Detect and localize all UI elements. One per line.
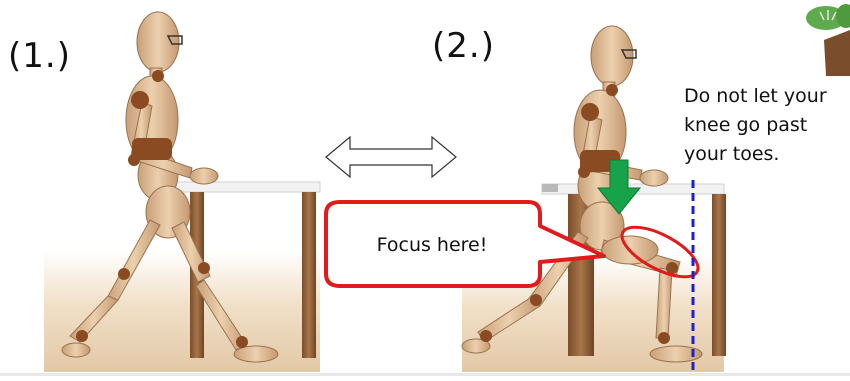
down-arrow-icon bbox=[596, 159, 642, 215]
tip-line-2: knee go past bbox=[684, 114, 808, 136]
callout-bubble bbox=[324, 200, 606, 288]
step-2-label: (2.) bbox=[432, 26, 495, 66]
tip-line-1: Do not let your bbox=[684, 85, 827, 107]
joints-1 bbox=[76, 70, 248, 348]
callout-text: Focus here! bbox=[376, 234, 488, 256]
table-leg-1b bbox=[302, 192, 316, 358]
bottom-divider bbox=[0, 373, 850, 376]
bonsai-tree-icon bbox=[806, 4, 850, 76]
tip-line-3: your toes. bbox=[684, 143, 780, 165]
double-arrow-icon bbox=[325, 135, 457, 179]
table-top-1 bbox=[174, 181, 321, 193]
knee-highlight bbox=[620, 225, 700, 279]
scene-1 bbox=[44, 11, 321, 372]
step-1-label: (1.) bbox=[8, 36, 71, 76]
scene-2 bbox=[461, 25, 726, 372]
table-leg-2b bbox=[712, 194, 726, 356]
tip-text: Do not let your knee go past your toes. bbox=[684, 82, 850, 169]
